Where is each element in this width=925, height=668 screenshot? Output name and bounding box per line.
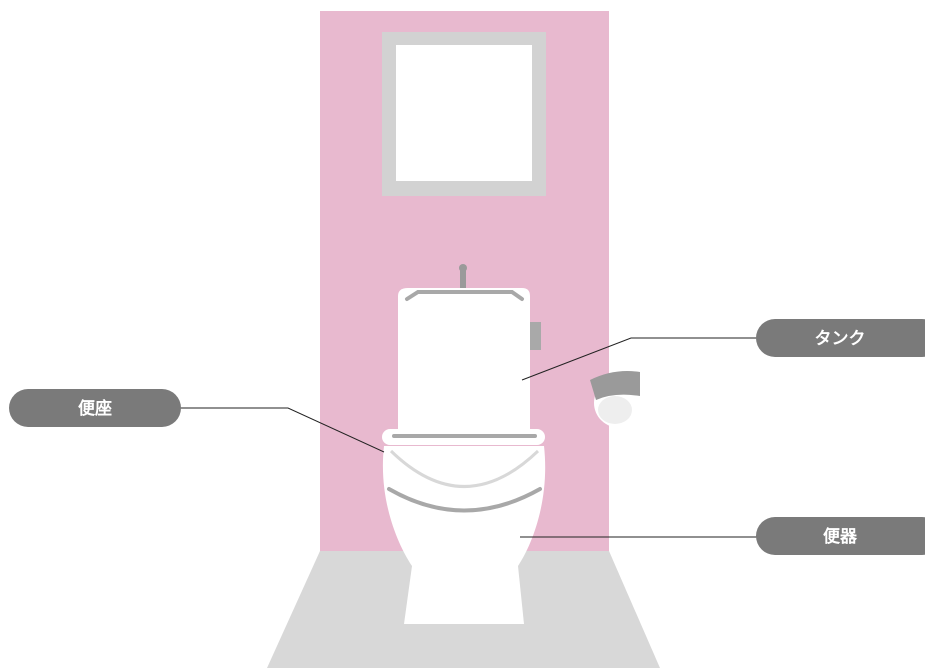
toilet-tank [398,264,541,432]
label-seat: 便座 [9,389,181,427]
label-bowl: 便器 [756,517,925,555]
window [382,32,546,196]
label-tank: タンク [756,319,925,357]
label-seat-text: 便座 [78,398,112,419]
label-bowl-text: 便器 [823,526,858,547]
label-tank-text: タンク [815,329,866,349]
